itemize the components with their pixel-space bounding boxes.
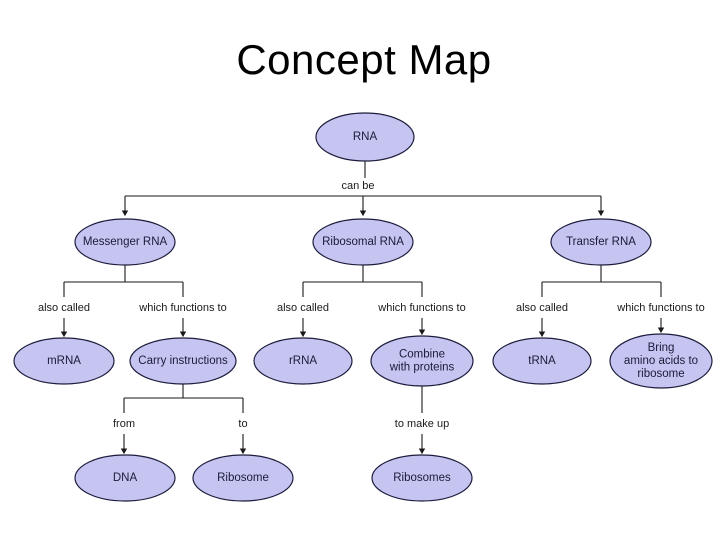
node-ribosome[interactable]: Ribosome [192,454,294,502]
node-shape-rrna_full [312,218,414,266]
node-trna[interactable]: tRNA [492,337,592,385]
node-label-mrna: mRNA [47,355,81,367]
node-shape-trna_full [550,218,652,266]
node-label-bring: ribosome [637,368,684,380]
node-shape-bring [609,333,713,389]
node-shape-dna [74,454,176,502]
node-carry[interactable]: Carry instructions [129,337,237,385]
node-dna[interactable]: DNA [74,454,176,502]
edge-label-also-called-1: also called [38,302,90,314]
node-layer: RNA Messenger RNA Ribosomal RNA Transfer RN… [13,112,713,502]
node-mrna_full[interactable]: Messenger RNA [74,218,176,266]
node-shape-rrna [253,337,353,385]
edge-label-which-functions-to-2: which functions to [377,302,465,314]
node-shape-mrna [13,337,115,385]
node-shape-ribosomes [371,454,473,502]
edge-label-layer: can be also called which functions to also … [38,180,705,430]
node-shape-mrna_full [74,218,176,266]
node-shape-rna [315,112,415,162]
edge-label-also-called-3: also called [516,302,568,314]
page-title: Concept Map [236,36,492,83]
connector-layer [60,161,665,455]
node-mrna[interactable]: mRNA [13,337,115,385]
node-label-ribosome: Ribosome [217,472,269,484]
node-label-trna_full: Transfer RNA [566,236,636,248]
node-label-ribosomes: Ribosomes [393,472,451,484]
edge-label-can-be: can be [341,180,374,192]
node-rna[interactable]: RNA [315,112,415,162]
node-label-combine: with proteins [389,362,455,374]
node-rrna[interactable]: rRNA [253,337,353,385]
node-label-trna: tRNA [528,355,556,367]
node-label-dna: DNA [113,472,138,484]
node-label-rrna: rRNA [289,355,317,367]
node-label-bring: Bring [648,342,675,354]
node-label-carry: Carry instructions [138,355,228,367]
node-label-rna: RNA [353,131,378,143]
node-shape-trna [492,337,592,385]
node-rrna_full[interactable]: Ribosomal RNA [312,218,414,266]
edge-label-which-functions-to-3: which functions to [616,302,704,314]
edge-label-from: from [113,418,135,430]
edge-label-also-called-2: also called [277,302,329,314]
node-trna_full[interactable]: Transfer RNA [550,218,652,266]
node-shape-ribosome [192,454,294,502]
edge-label-which-functions-to-1: which functions to [138,302,226,314]
node-label-bring: amino acids to [624,355,698,367]
node-label-combine: Combine [399,349,445,361]
node-shape-combine [370,335,474,387]
node-label-mrna_full: Messenger RNA [83,236,168,248]
node-label-rrna_full: Ribosomal RNA [322,236,404,248]
node-shape-carry [129,337,237,385]
edge-label-to: to [238,418,247,430]
node-ribosomes[interactable]: Ribosomes [371,454,473,502]
edge-label-to-make-up: to make up [395,418,449,430]
